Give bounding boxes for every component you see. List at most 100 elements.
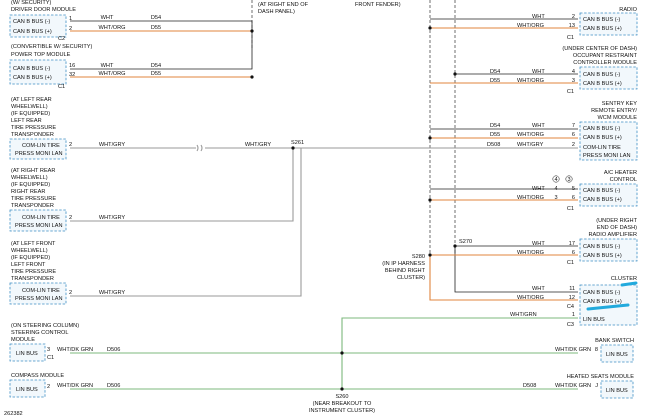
wire-color-label: WHT/ORG	[517, 295, 544, 301]
splice-s280-dot	[428, 253, 432, 257]
wire-color-label: WHT	[532, 241, 545, 247]
wire-color-label: WHT	[532, 69, 545, 75]
connector-id: C2	[58, 36, 65, 42]
cluster-pin-lin: LIN BUS	[583, 317, 605, 323]
alt-pin-circle	[565, 175, 573, 183]
pin-number: 3	[47, 347, 50, 353]
pin-number: 2	[572, 14, 575, 20]
splice-dot	[250, 75, 254, 79]
wire-color-label: WHT	[532, 186, 545, 192]
alt-pin-number: 3	[554, 195, 557, 201]
circuit-id: D54	[490, 123, 500, 129]
power-top-module-box	[9, 59, 67, 85]
splice-s261-dot	[291, 146, 295, 150]
splice-s280-label: S280	[412, 254, 425, 260]
rr-tpm-title-4: RIGHT REAR	[11, 189, 45, 195]
wire-lf-tpm	[70, 148, 302, 297]
circuit-id: D506	[107, 383, 120, 389]
wire-color-label: WHT	[101, 15, 114, 21]
driver-door-title-1: (W/ SECURITY)	[11, 0, 52, 6]
wire-color-label: WHT/ORG	[517, 78, 544, 84]
pin-number: 12	[569, 295, 575, 301]
splice-s261-label: S261	[291, 140, 304, 146]
location-label-2: DASH PANEL)	[258, 9, 295, 15]
lf-tpm-box	[9, 282, 67, 305]
pin-number: 6	[572, 250, 575, 256]
splice-s260-label: S260	[335, 394, 348, 400]
bank-switch-pin-lin: LIN BUS	[606, 352, 628, 358]
wire-color-label: WHT/ORG	[517, 250, 544, 256]
driver-door-module-box	[9, 14, 67, 38]
orc-pin-can-minus: CAN B BUS (-)	[583, 72, 620, 78]
wire-color-label: WHT/GRN	[510, 312, 537, 318]
rr-tpm-title-3: (IF EQUIPPED)	[11, 182, 50, 188]
radio-pin-can-minus: CAN B BUS (-)	[583, 17, 620, 23]
cluster-pin-can-plus: CAN B BUS (+)	[583, 299, 622, 305]
alt-pin-number: 4	[554, 186, 557, 192]
wire-color-label: WHT	[532, 123, 545, 129]
heated-seats-box	[600, 380, 634, 399]
orc-title-2: OCCUPANT RESTRAINT	[573, 53, 638, 59]
wire-color-label: WHT/GRY	[99, 142, 126, 148]
pin-number: 2	[69, 215, 72, 221]
lr-tpm-title-4: LEFT REAR	[11, 118, 42, 124]
splice-s270-dot	[453, 244, 457, 248]
compass-module-box	[9, 379, 46, 398]
lr-tpm-title-3: (IF EQUIPPED)	[11, 111, 50, 117]
lf-tpm-title-2: WHEELWELL)	[11, 248, 48, 254]
pin-number: 6	[572, 195, 575, 201]
wire-color-label: WHT/GRY	[245, 142, 272, 148]
connector-id: C1	[567, 89, 574, 95]
lr-tpm-pin-line1: COM-LIN TIRE	[22, 143, 60, 149]
pin-number: 1	[69, 16, 72, 22]
orc-title-1: (UNDER CENTER OF DASH)	[562, 46, 637, 52]
circuit-id: D506	[107, 347, 120, 353]
heated-seats-title: HEATED SEATS MODULE	[567, 374, 635, 380]
splice-s270-label: S270	[459, 239, 472, 245]
lr-tpm-title-6: TRANSPONDER	[11, 132, 54, 138]
connector-id: C1	[567, 206, 574, 212]
pin-number: 11	[569, 286, 575, 292]
hvac-box	[579, 183, 638, 207]
radio-box	[579, 12, 638, 36]
pin-number: 2	[572, 142, 575, 148]
wcm-title-2: REMOTE ENTRY/	[591, 108, 637, 114]
steering-pin-lin: LIN BUS	[16, 351, 38, 357]
wire-can-minus-cluster	[454, 246, 578, 293]
driver-door-pin-can-plus: CAN B BUS (+)	[13, 29, 52, 35]
rr-tpm-pin-line1: COM-LIN TIRE	[22, 215, 60, 221]
rr-tpm-box	[9, 209, 67, 232]
pin-number: 13	[569, 23, 575, 29]
hvac-pin-can-minus: CAN B BUS (-)	[583, 188, 620, 194]
amp-pin-can-minus: CAN B BUS (-)	[583, 244, 620, 250]
pin-number: 17	[569, 241, 575, 247]
bank-switch-box	[600, 344, 634, 363]
splice-dot	[250, 29, 254, 33]
splice-dot	[428, 136, 432, 140]
bank-switch-title: BANK SWITCH	[595, 338, 634, 344]
orc-title-3: CONTROLLER MODULE	[573, 60, 637, 66]
power-top-pin-can-minus: CAN B BUS (-)	[13, 66, 50, 72]
splice-dot	[453, 72, 457, 76]
lf-tpm-pin-line1: COM-LIN TIRE	[22, 288, 60, 294]
amp-title-3: RADIO AMPLIFIER	[589, 232, 638, 238]
lf-tpm-title-1: (AT LEFT FRONT	[11, 241, 56, 247]
wire-break-symbol	[196, 144, 203, 152]
driver-door-pin-can-minus: CAN B BUS (-)	[13, 19, 50, 25]
wire-color-label: WHT	[532, 286, 545, 292]
lf-tpm-pin-line2: PRESS MONI LAN	[15, 296, 63, 302]
wire-color-label: WHT/ORG	[517, 23, 544, 29]
lr-tpm-box	[9, 138, 67, 160]
wire-color-label: WHT/GRY	[517, 142, 544, 148]
alt-pin-number: 4	[554, 177, 557, 183]
splice-s280-desc-2: BEHIND RIGHT	[385, 268, 426, 274]
highlight-marker	[620, 281, 638, 287]
circuit-id: D55	[151, 25, 161, 31]
wcm-box	[579, 121, 638, 161]
hvac-pin-can-plus: CAN B BUS (+)	[583, 197, 622, 203]
wcm-pin-tpm-2: PRESS MONI LAN	[583, 153, 631, 159]
lf-tpm-title-3: (IF EQUIPPED)	[11, 255, 50, 261]
splice-dot	[428, 26, 432, 30]
highlight-marker	[586, 303, 630, 311]
pin-number: 3	[572, 78, 575, 84]
